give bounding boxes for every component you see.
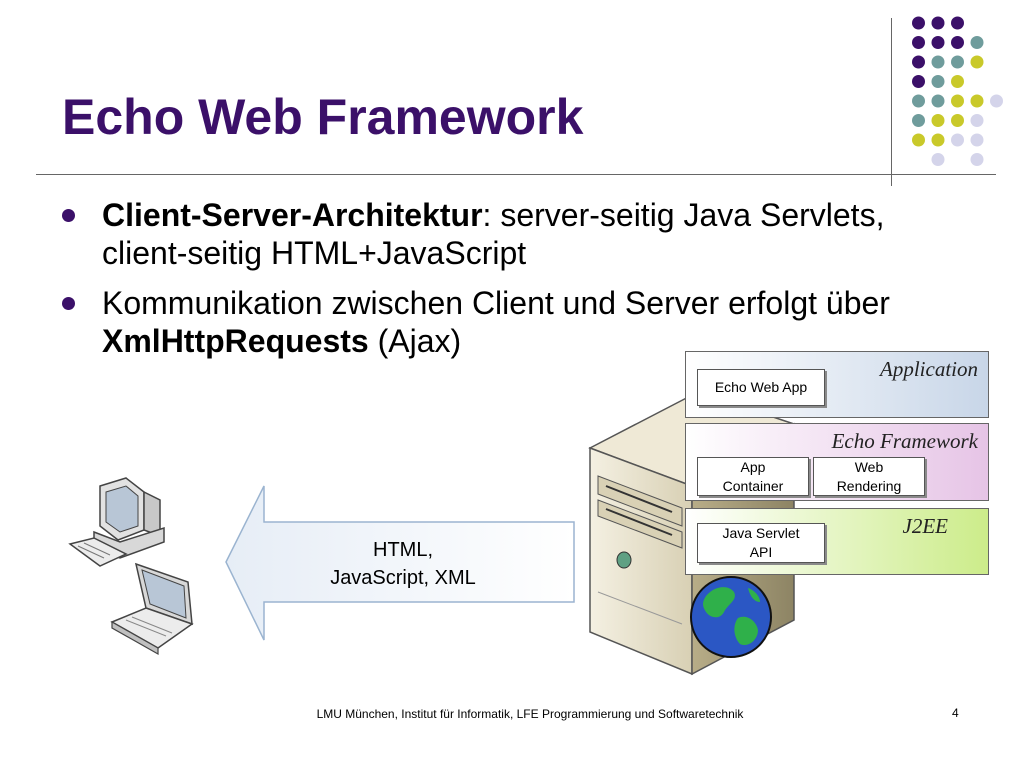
- decorative-dot: [931, 55, 945, 69]
- decorative-dot: [912, 133, 925, 147]
- decorative-dot: [970, 55, 984, 69]
- decorative-dot: [951, 75, 964, 88]
- layer-echo-framework: Echo Framework App Container Web Renderi…: [685, 423, 989, 501]
- box-app-container-label: App Container: [722, 458, 784, 494]
- bullet-dot-icon: [62, 297, 75, 310]
- decorative-dot: [931, 36, 945, 49]
- decorative-dot: [912, 114, 925, 127]
- decorative-dot: [931, 16, 945, 30]
- decorative-dot: [970, 133, 984, 147]
- box-java-servlet-api: Java Servlet API: [697, 523, 825, 563]
- decorative-dot: [912, 55, 925, 69]
- bullet-1-text: : server-seitig Java Servlets, client-se…: [102, 197, 885, 271]
- decorative-dot: [912, 94, 925, 108]
- bullet-2-text-after: (Ajax): [368, 323, 462, 359]
- decorative-dot: [970, 94, 984, 108]
- arrow-label-line-2: JavaScript, XML: [330, 567, 476, 589]
- box-app-container: App Container: [697, 457, 809, 496]
- decorative-dot: [951, 55, 964, 69]
- decorative-dot: [951, 94, 964, 108]
- decorative-dot: [951, 36, 964, 49]
- header-horizontal-rule: [36, 174, 996, 175]
- box-web-rendering-label: Web Rendering: [836, 458, 902, 494]
- decorative-dot: [912, 75, 925, 88]
- decorative-dot: [931, 75, 945, 88]
- bullet-list: Client-Server-Architektur: server-seitig…: [60, 196, 960, 372]
- bullet-2-bold: XmlHttpRequests: [102, 323, 369, 359]
- arrow-label-line-1: HTML,: [373, 539, 433, 561]
- bullet-dot-icon: [62, 209, 75, 222]
- slide-title: Echo Web Framework: [62, 89, 584, 145]
- layer-application: Application Echo Web App: [685, 351, 989, 418]
- laptop-computer-icon: [110, 562, 194, 656]
- decorative-dot: [990, 94, 1003, 108]
- box-echo-web-app-label: Echo Web App: [714, 379, 808, 395]
- box-web-rendering: Web Rendering: [813, 457, 925, 496]
- bullet-item-communication: Kommunikation zwischen Client und Server…: [60, 284, 960, 360]
- box-java-servlet-api-label: Java Servlet API: [722, 525, 800, 560]
- decorative-dot: [951, 114, 964, 127]
- layer-application-name: Application: [880, 357, 978, 381]
- slide-footer: LMU München, Institut für Informatik, LF…: [316, 707, 744, 721]
- header-vertical-rule: [891, 18, 892, 186]
- decorative-dot: [931, 153, 945, 166]
- decorative-dot: [970, 36, 984, 49]
- desktop-computer-icon: [68, 477, 165, 567]
- layer-echo-framework-name: Echo Framework: [831, 429, 978, 453]
- layer-j2ee: J2EE Java Servlet API: [685, 508, 989, 575]
- decorative-dot: [931, 94, 945, 108]
- globe-icon: [690, 576, 772, 658]
- decorative-dot: [912, 36, 925, 49]
- decorative-dot: [951, 16, 964, 30]
- bullet-item-architecture: Client-Server-Architektur: server-seitig…: [60, 196, 960, 272]
- decorative-dot: [912, 16, 925, 30]
- arrow-label: HTML, JavaScript, XML: [290, 536, 516, 592]
- decorative-dot: [970, 153, 984, 166]
- decorative-dot: [951, 133, 964, 147]
- box-echo-web-app: Echo Web App: [697, 369, 825, 406]
- page-number: 4: [952, 706, 959, 720]
- bullet-1-bold: Client-Server-Architektur: [102, 197, 483, 233]
- decorative-dot: [931, 114, 945, 127]
- bullet-2-text-before: Kommunikation zwischen Client und Server…: [102, 285, 890, 321]
- decorative-dot: [970, 114, 984, 127]
- response-arrow: [225, 485, 575, 641]
- decorative-dot: [931, 133, 945, 147]
- layer-j2ee-name: J2EE: [902, 514, 948, 538]
